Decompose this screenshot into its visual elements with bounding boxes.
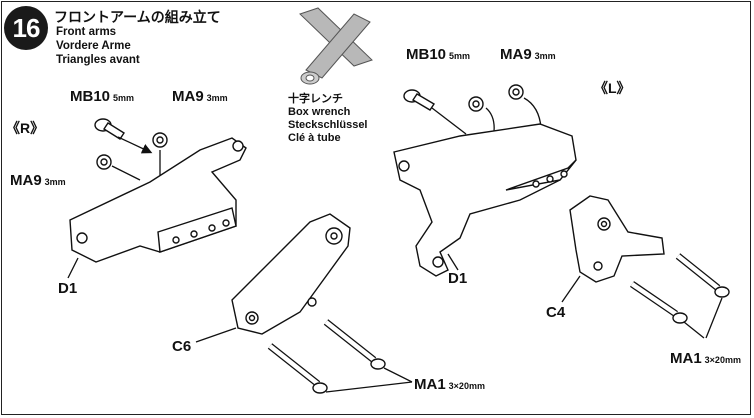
l-ma1-leader bbox=[683, 321, 705, 339]
l-side-label: 《L》 bbox=[594, 80, 631, 96]
r-ma1-screw-a-icon bbox=[267, 343, 328, 394]
l-ma1-screw-a-icon bbox=[630, 281, 688, 324]
r-mb10-arrow bbox=[117, 136, 153, 154]
l-ma1-leader-b bbox=[705, 297, 723, 339]
r-ma1-leader bbox=[325, 381, 413, 393]
r-side-label: 《R》 bbox=[6, 120, 45, 136]
step-title-de: Vordere Arme bbox=[56, 40, 131, 52]
l-ma1-screw-b-icon bbox=[675, 253, 730, 298]
tool-label-en: Box wrench bbox=[288, 106, 351, 118]
r-c6-leader bbox=[195, 327, 237, 343]
r-d1-label: D1 bbox=[58, 280, 78, 297]
l-d1-label: D1 bbox=[448, 270, 468, 287]
step-title-en: Front arms bbox=[56, 26, 117, 38]
r-c6-label: C6 bbox=[172, 338, 192, 355]
tool-label-de: Steckschlüssel bbox=[288, 119, 368, 131]
step-number-badge: 16 bbox=[4, 6, 48, 50]
l-d1-arm-part bbox=[393, 123, 577, 277]
l-ma9-nut-b-icon bbox=[508, 84, 524, 100]
r-mb10-bolt-icon bbox=[94, 118, 125, 140]
step-title-fr: Triangles avant bbox=[56, 54, 140, 66]
l-mb10-bolt-icon bbox=[403, 89, 435, 111]
r-ma1-leader-b bbox=[383, 367, 413, 383]
tool-label-fr: Clé à tube bbox=[288, 132, 341, 144]
r-c6-knuckle-part bbox=[231, 213, 351, 335]
tool-label-ja: 十字レンチ bbox=[288, 93, 343, 105]
l-d1-leader bbox=[447, 253, 459, 271]
r-ma9-left-arrow bbox=[111, 165, 141, 181]
step-title-ja: フロントアームの組み立て bbox=[54, 10, 221, 26]
box-wrench-icon bbox=[299, 7, 373, 85]
l-ma9-nut-a-icon bbox=[468, 96, 484, 112]
l-c4-leader bbox=[561, 275, 581, 303]
r-ma9-left-nut-icon bbox=[96, 154, 112, 170]
r-d1-leader bbox=[67, 257, 79, 279]
l-mb10-arrow bbox=[431, 107, 467, 135]
r-ma9-top-nut-icon bbox=[152, 132, 168, 148]
l-c4-knuckle-part bbox=[569, 195, 665, 283]
r-ma1-screw-b-icon bbox=[323, 319, 386, 370]
l-c4-label: C4 bbox=[546, 304, 566, 321]
r-d1-arm-part bbox=[69, 137, 247, 263]
